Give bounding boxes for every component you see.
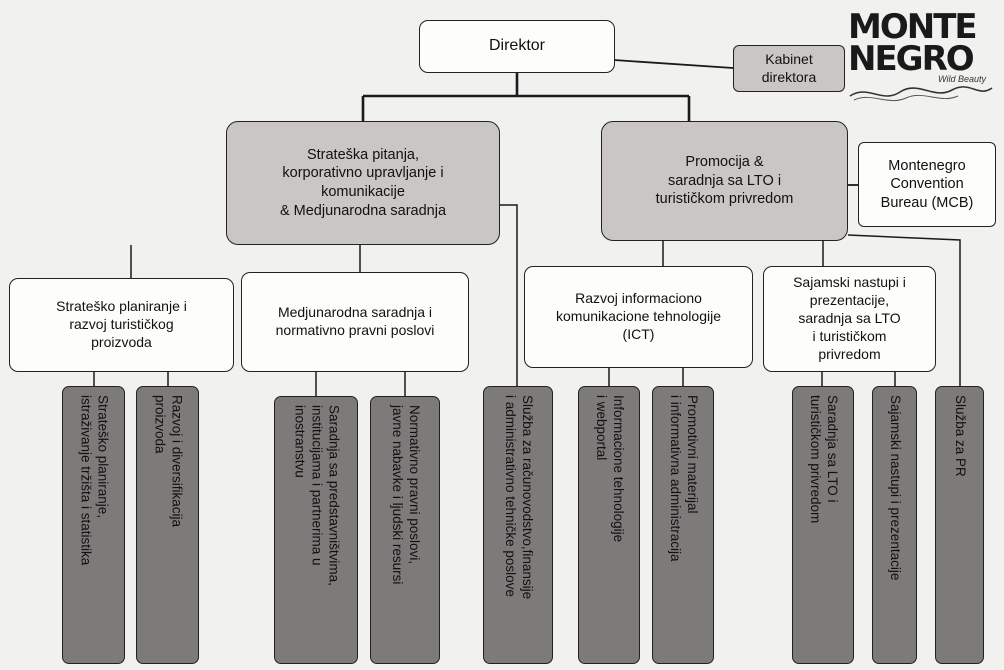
unit-label: Strateško planiranje, istraživanje tržiš… <box>78 395 111 566</box>
unit-label: Saradnja sa LTO i turističkom privredom <box>808 395 840 524</box>
unit-box-accounting[interactable]: Služba za računovodstvo,finansije i admi… <box>483 386 553 664</box>
unit-label: Razvoj i diversifikacija proizvoda <box>152 395 185 528</box>
unit-box-it-webportal[interactable]: Informacione tehnologije i webportal <box>578 386 640 664</box>
logo-text-line1: MONTE <box>848 7 978 47</box>
promotion-sector-box[interactable]: Promocija & saradnja sa LTO i turističko… <box>601 121 848 241</box>
unit-box-lto-cooperation[interactable]: Saradnja sa LTO i turističkom privredom <box>792 386 854 664</box>
unit-label: Sajamski nastupi i prezentacije <box>887 395 903 581</box>
unit-box-promo-material[interactable]: Promotivni materijal i informativna admi… <box>652 386 714 664</box>
unit-label: Normativno pravni poslovi, javne nabavke… <box>390 405 422 585</box>
unit-label: Informacione tehnologije i webportal <box>594 395 626 543</box>
logo-tagline: Wild Beauty <box>938 74 986 84</box>
logo-wave-icon <box>849 86 993 102</box>
unit-label: Saradnja sa predstavništvima, institucij… <box>292 405 342 586</box>
logo-text-line2: NEGRO <box>848 39 975 79</box>
fairs-department-box[interactable]: Sajamski nastupi i prezentacije, saradnj… <box>763 266 936 372</box>
montenegro-logo: MONTE NEGRO Wild Beauty <box>848 8 994 104</box>
unit-label: Promotivni materijal i informativna admi… <box>668 395 700 562</box>
unit-box-pr[interactable]: Služba za PR <box>935 386 984 664</box>
unit-label: Služba za PR <box>952 395 968 477</box>
unit-box-fairs-presentations[interactable]: Sajamski nastupi i prezentacije <box>872 386 917 664</box>
strategic-sector-box[interactable]: Strateška pitanja, korporativno upravlja… <box>226 121 500 245</box>
ict-department-box[interactable]: Razvoj informaciono komunikacione tehnol… <box>524 266 753 368</box>
unit-label: Služba za računovodstvo,finansije i admi… <box>503 395 535 600</box>
international-department-box[interactable]: Medjunarodna saradnja i normativno pravn… <box>241 272 469 372</box>
unit-box-representations[interactable]: Saradnja sa predstavništvima, institucij… <box>274 396 358 664</box>
connector-promotion-to-pr <box>847 234 961 386</box>
mcb-box[interactable]: Montenegro Convention Bureau (MCB) <box>858 142 996 227</box>
connector-director-cabinet <box>613 59 734 69</box>
director-box[interactable]: Direktor <box>419 20 615 73</box>
connector-strategic-to-accounting <box>500 204 518 386</box>
unit-box-legal-procurement[interactable]: Normativno pravni poslovi, javne nabavke… <box>370 396 440 664</box>
unit-box-product-development[interactable]: Razvoj i diversifikacija proizvoda <box>136 386 199 664</box>
planning-department-box[interactable]: Strateško planiranje i razvoj turističko… <box>9 278 234 372</box>
cabinet-box[interactable]: Kabinet direktora <box>733 45 845 92</box>
unit-box-planning-research[interactable]: Strateško planiranje, istraživanje tržiš… <box>62 386 125 664</box>
